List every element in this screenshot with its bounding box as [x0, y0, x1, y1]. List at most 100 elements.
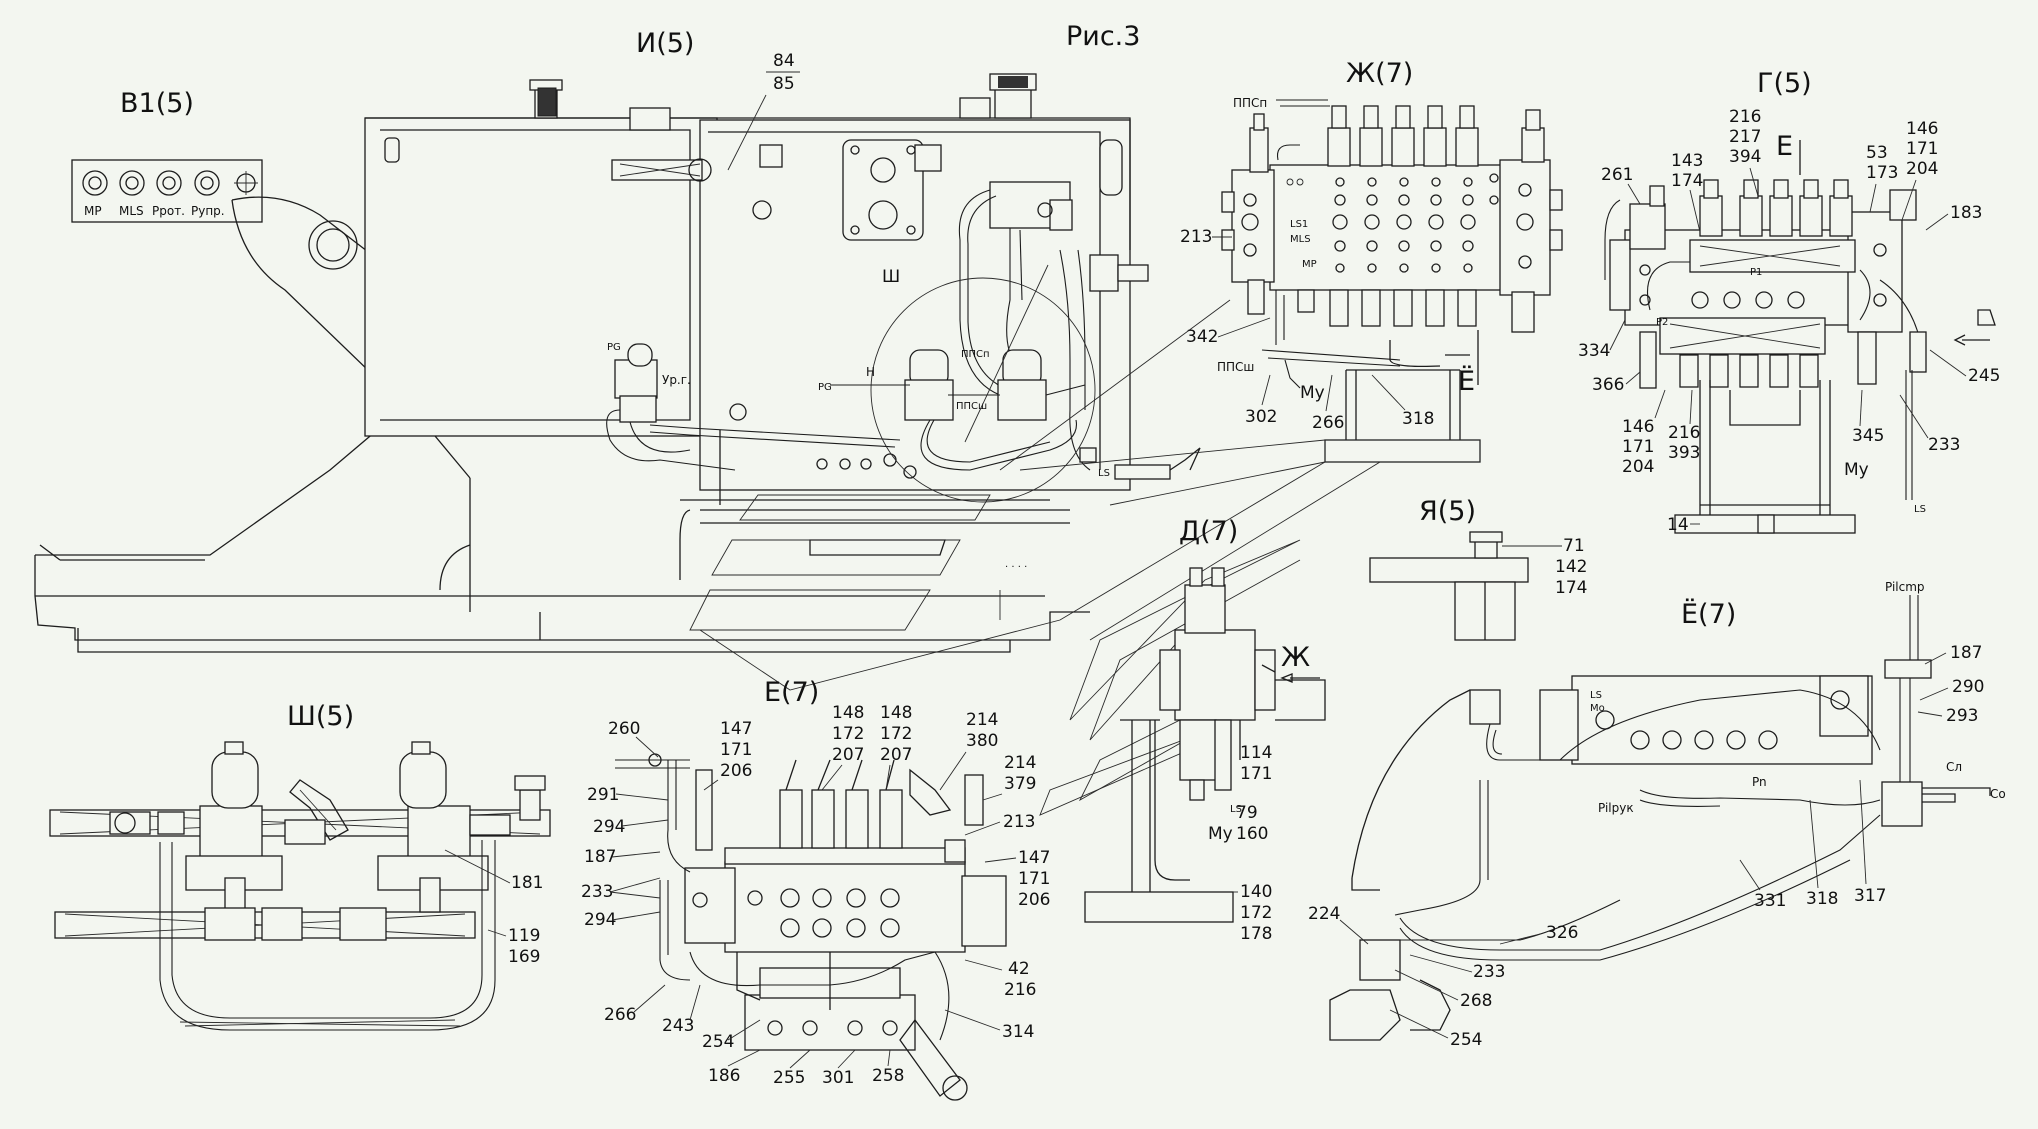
d-detail: LS Mу Ж 114 171 79 160 140 172 178: [1084, 567, 1326, 944]
item-label: 345: [1852, 426, 1884, 446]
item-label: 71: [1563, 536, 1585, 556]
item-label: 366: [1592, 375, 1624, 395]
e-detail: 260 147 171 206 148 172 207 148 172 207 …: [581, 703, 1050, 1101]
label-p1: P1: [1750, 267, 1762, 278]
filler-cap-icon: [998, 76, 1028, 88]
label-ppssh: ППСш: [956, 401, 987, 412]
item-label: 294: [593, 817, 625, 837]
item-label: 317: [1854, 886, 1886, 906]
label-mu: Mу: [1300, 383, 1325, 403]
b1-port-panel: MP MLS Pрот. Pупр.: [71, 159, 263, 223]
item-label: 53: [1866, 143, 1888, 163]
item-label: 394: [1729, 147, 1761, 167]
item-label: 79: [1236, 803, 1258, 823]
item-label: 268: [1460, 991, 1492, 1011]
view-arrow-yo: Ё: [1458, 365, 1475, 397]
dots: . . . .: [1005, 559, 1027, 570]
item-label: 204: [1906, 159, 1938, 179]
item-label: 171: [1906, 139, 1938, 159]
label-pn: Pn: [1752, 775, 1767, 789]
item-label: 206: [720, 761, 752, 781]
item-label: 160: [1236, 824, 1268, 844]
item-label: 258: [872, 1066, 904, 1086]
filler-cap-icon: [537, 87, 557, 117]
view-title-d: Д(7): [1179, 516, 1238, 547]
label-ls: LS: [1098, 468, 1110, 479]
ya-detail: 71 142 174: [1369, 531, 1587, 641]
item-label: 301: [822, 1068, 854, 1088]
label-pilcmp: Pilcmp: [1885, 580, 1925, 594]
label-ppsp: ППСп: [1233, 96, 1267, 110]
item-label: 174: [1671, 171, 1703, 191]
label-ls: LS: [1230, 804, 1242, 815]
port-icon: [82, 170, 108, 196]
label-pilpuk: Pilрук: [1598, 801, 1634, 815]
port-icon: [194, 170, 220, 196]
machine-frame: LS 84 85 Ш РG Ур.г. Н РG: [34, 51, 1201, 653]
item-label: 207: [832, 745, 864, 765]
port-icon: [156, 170, 182, 196]
item-label: 255: [773, 1068, 805, 1088]
port-icon: [119, 170, 145, 196]
item-label: 293: [1946, 706, 1978, 726]
label-mr: MP: [1302, 259, 1317, 270]
label-ur-g: Ур.г.: [662, 373, 691, 387]
valve-bank-zh: ППСп LS1 MLS MP ППСш Mу Ё 213 342 302 26…: [1180, 96, 1563, 463]
item-label: 204: [1622, 457, 1654, 477]
item-label: 224: [1308, 904, 1340, 924]
item-label: 187: [584, 847, 616, 867]
label-ls: LS: [1914, 504, 1926, 515]
view-title-i: И(5): [636, 28, 694, 59]
label-p2: P2: [1656, 317, 1668, 328]
item-label: 171: [1018, 869, 1050, 889]
item-label: 217: [1729, 127, 1761, 147]
view-title-b1: B1(5): [120, 88, 194, 119]
label-rg: РG: [818, 382, 832, 393]
view-title-e: Е(7): [764, 677, 819, 708]
item-label: 266: [1312, 413, 1344, 433]
item-label: 14: [1667, 515, 1689, 535]
label-ls1: LS1: [1290, 219, 1308, 230]
port-grid: [1241, 173, 1534, 273]
item-label: 214: [1004, 753, 1036, 773]
item-label: 114: [1240, 743, 1272, 763]
item-label: 171: [1240, 764, 1272, 784]
item-label: 187: [1950, 643, 1982, 663]
label-n: Н: [866, 365, 875, 379]
item-label: 143: [1671, 151, 1703, 171]
item-label: 331: [1754, 891, 1786, 911]
view-arrow-zh: Ж: [1281, 642, 1310, 673]
item-label: 318: [1402, 409, 1434, 429]
item-label: 245: [1968, 366, 2000, 386]
view-title-ya: Я(5): [1419, 496, 1476, 527]
item-label: 147: [1018, 848, 1050, 868]
item-label: 213: [1180, 227, 1212, 247]
item-label: 213: [1003, 812, 1035, 832]
item-label: 146: [1906, 119, 1938, 139]
view-arrow-e: Е: [1776, 131, 1793, 162]
item-label: 342: [1186, 327, 1218, 347]
item-label: 119: [508, 926, 540, 946]
item-label: 173: [1866, 163, 1898, 183]
item-label: 147: [720, 719, 752, 739]
item-label: 172: [880, 724, 912, 744]
label-mu: Mу: [1844, 460, 1869, 480]
label-ls: LS: [1590, 690, 1602, 701]
item-label: 171: [1622, 437, 1654, 457]
label-so: Со: [1990, 787, 2006, 801]
item-label: 216: [1004, 980, 1036, 1000]
detail-ref-sh: Ш: [882, 267, 900, 287]
item-label: 181: [511, 873, 543, 893]
item-label: 261: [1601, 165, 1633, 185]
b1-port-label: Pупр.: [191, 204, 225, 218]
b1-port-label: MP: [84, 204, 102, 218]
item-label: 183: [1950, 203, 1982, 223]
label-mls: MLS: [1290, 234, 1311, 245]
figure-caption: Рис.3: [1066, 21, 1140, 52]
item-label: 174: [1555, 578, 1587, 598]
item-label: 216: [1729, 107, 1761, 127]
item-label: 260: [608, 719, 640, 739]
label-rg: РG: [607, 342, 621, 353]
